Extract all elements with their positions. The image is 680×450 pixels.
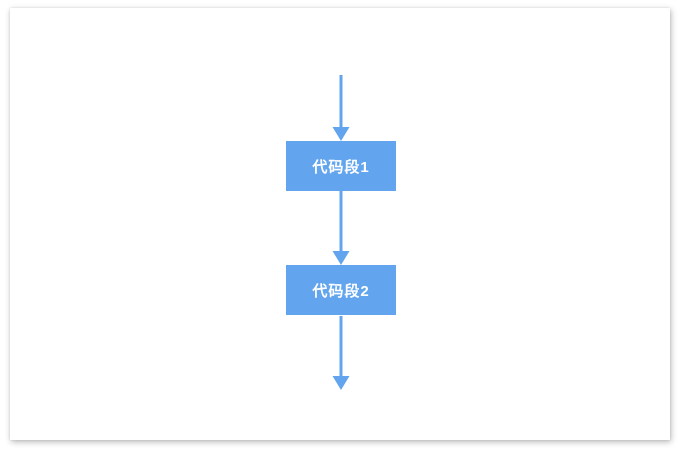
arrowhead-down-icon [332, 376, 350, 390]
edge-node1-to-node2 [332, 191, 350, 265]
flow-node-label: 代码段2 [312, 282, 370, 300]
edges-layer [332, 75, 350, 390]
arrowhead-down-icon [332, 251, 350, 265]
arrowhead-down-icon [332, 127, 350, 141]
flow-node-label: 代码段1 [312, 158, 370, 176]
edge-start-to-node1 [332, 75, 350, 141]
diagram-canvas: 代码段1 代码段2 [10, 8, 670, 440]
flow-node-code-segment-2: 代码段2 [286, 265, 396, 315]
flow-node-code-segment-1: 代码段1 [286, 141, 396, 191]
edge-node2-to-end [332, 316, 350, 390]
